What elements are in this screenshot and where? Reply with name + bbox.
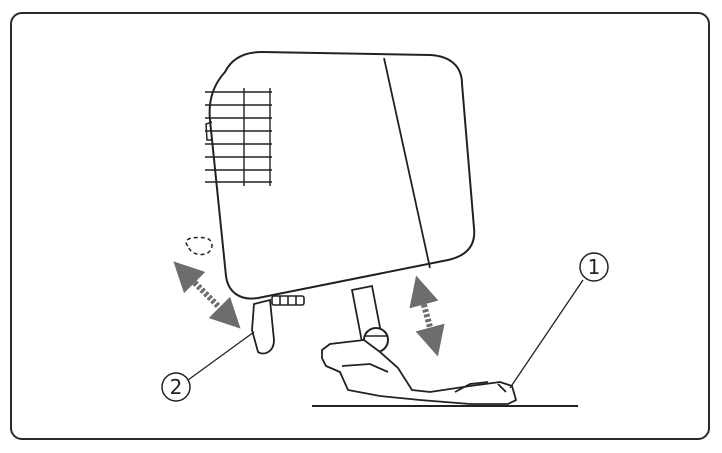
presser-lever — [185, 236, 275, 355]
callout-2-label: 2 — [170, 375, 183, 399]
screw-under-head — [271, 295, 305, 306]
lever-motion-arrow — [173, 261, 241, 329]
presser-foot — [321, 339, 518, 405]
machine-head — [205, 50, 476, 300]
callout-1: 1 — [509, 252, 609, 389]
callout-2: 2 — [161, 331, 255, 402]
foot-motion-arrow — [409, 275, 445, 357]
callout-1-label: 1 — [588, 255, 601, 279]
pattern-chart — [205, 88, 272, 186]
